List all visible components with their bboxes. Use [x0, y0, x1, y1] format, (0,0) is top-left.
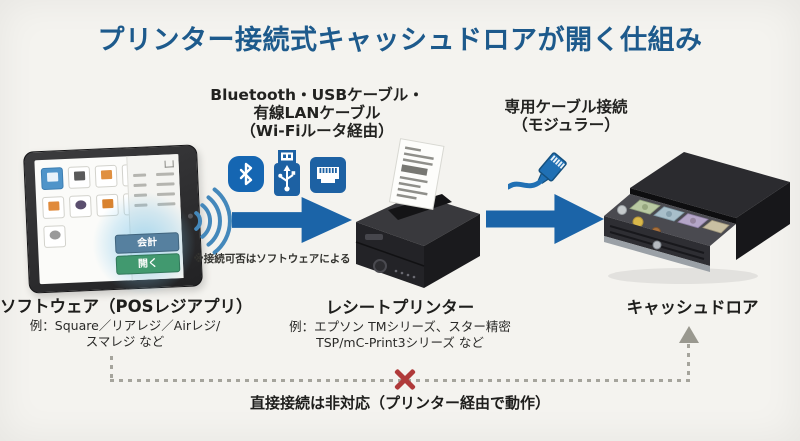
pos-app-icon: [40, 167, 64, 191]
software-title: ソフトウェア（POSレジアプリ）: [0, 297, 253, 316]
connection-left-line2: 有線LANケーブル: [253, 104, 381, 122]
printer-label: レシートプリンター 例：エプソン TMシリーズ、スター精密 TSP/mC-Pri…: [268, 297, 532, 351]
cart-icon: [41, 196, 65, 220]
dashed-line-left: [110, 356, 113, 379]
connection-label-right: 専用ケーブル接続 （モジュラー）: [478, 98, 654, 134]
edit-icon: [94, 164, 118, 188]
open-drawer-button: 開く: [115, 253, 181, 275]
cart-mini-icon: [164, 160, 174, 168]
tablet-illustration: 会計 開く: [22, 144, 204, 298]
settings-icon: [43, 225, 67, 249]
printer-title: レシートプリンター: [325, 298, 475, 317]
gear-icon: [68, 194, 92, 218]
connection-right-line2: （モジュラー）: [512, 116, 620, 134]
arrow-right-icon: [232, 197, 352, 243]
checkout-button: 会計: [114, 232, 180, 254]
wifi-signal-icon: [194, 187, 232, 255]
usb-plug-icon: [274, 150, 300, 196]
receipt-printer-illustration: [355, 138, 480, 288]
lan-port-icon: [310, 157, 346, 193]
software-label: ソフトウェア（POSレジアプリ） 例：Square／リアレジ／Airレジ/ スマ…: [0, 296, 253, 350]
connection-left-line3: （Wi-Fiルータ経由）: [240, 122, 394, 140]
page-title: プリンター接続式キャッシュドロアが開く仕組み: [97, 25, 703, 56]
connection-right-line1: 専用ケーブル接続: [504, 98, 628, 116]
software-example-2: スマレジ など: [85, 334, 165, 349]
folder-icon: [67, 165, 91, 189]
printer-example-2: TSP/mC-Print3シリーズ など: [316, 335, 484, 350]
connection-label-left: Bluetooth・USBケーブル・ 有線LANケーブル （Wi-Fiルータ経由…: [182, 86, 452, 140]
connection-note: ※接続可否はソフトウェアによる: [193, 253, 351, 265]
drawer-title: キャッシュドロア: [626, 298, 759, 317]
printer-example-1: 例：エプソン TMシリーズ、スター精密: [289, 319, 511, 334]
software-example-1: 例：Square／リアレジ／Airレジ/: [29, 318, 221, 333]
cash-drawer-illustration: [604, 152, 790, 284]
x-mark-icon: [392, 366, 418, 392]
dashed-line-right: [687, 344, 690, 380]
tablet-screen: 会計 開く: [34, 154, 199, 298]
bluetooth-icon: [228, 156, 264, 192]
direct-connection-note: 直接接続は非対応（プリンター経由で動作）: [249, 394, 550, 412]
arrow-up-icon: [679, 326, 699, 343]
modular-cable-icon: [508, 152, 567, 196]
connection-left-line1: Bluetooth・USBケーブル・: [210, 86, 424, 104]
drawer-label: キャッシュドロア: [595, 297, 790, 319]
